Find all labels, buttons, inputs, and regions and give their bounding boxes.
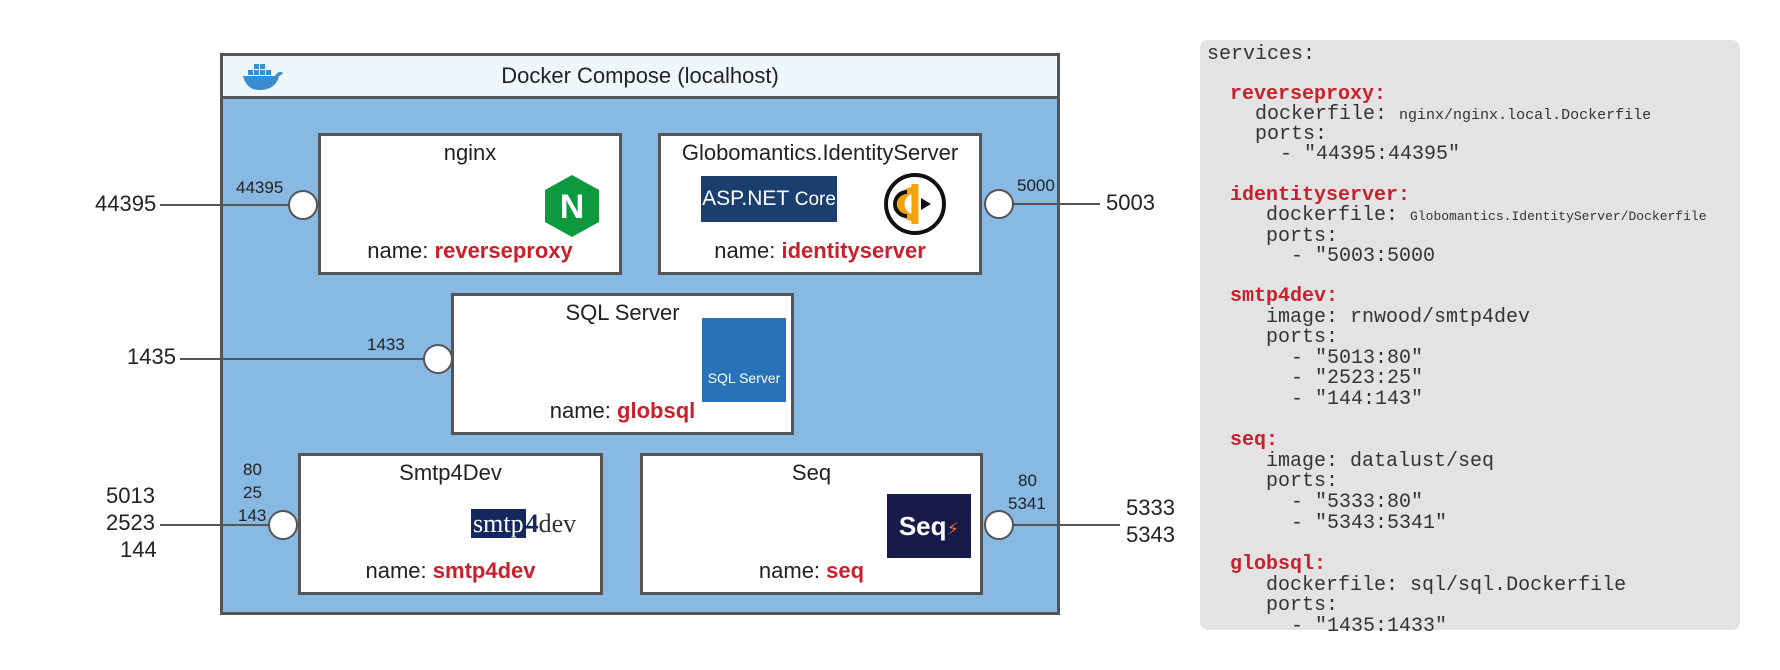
- service-name-value: smtp4dev: [432, 558, 536, 583]
- external-port-label: 144: [120, 537, 157, 562]
- service-title: Globomantics.IdentityServer: [681, 140, 959, 165]
- seq-logo-icon: Seq⚡: [887, 494, 971, 558]
- smtp4dev-logo-icon: smtp4dev: [471, 509, 577, 538]
- connector-line: [160, 524, 270, 526]
- service-title: nginx: [443, 140, 497, 165]
- connector-line: [180, 358, 425, 360]
- yaml-line: dockerfile: Globomantics.IdentityServer/…: [1266, 204, 1707, 227]
- yaml-port: - "44395:44395": [1280, 143, 1461, 166]
- service-name-value: seq: [826, 558, 865, 583]
- service-sqlserver: SQL Server SQL Server name: globsql: [451, 293, 794, 435]
- service-seq: Seq Seq⚡ name: seq: [640, 453, 983, 595]
- internal-port-label: 25: [243, 483, 262, 502]
- external-port-label: 5013: [106, 483, 155, 508]
- compose-title: Docker Compose (localhost): [501, 63, 779, 88]
- internal-port-label: 5000: [1017, 176, 1055, 195]
- internal-port-label: 5341: [1008, 494, 1046, 513]
- sqlserver-logo-icon: SQL Server: [702, 318, 786, 402]
- yaml-line: ports:: [1266, 470, 1339, 493]
- service-nginx: nginx N name: reverseproxy: [318, 133, 622, 275]
- connector-line: [1010, 203, 1100, 205]
- docker-whale-icon: [243, 64, 283, 90]
- port-identityserver: [984, 189, 1014, 219]
- external-port-label: 5003: [1106, 190, 1155, 215]
- yaml-root: services:: [1207, 43, 1316, 66]
- yaml-service-key: reverseproxy:: [1230, 83, 1387, 106]
- external-port-label: 44395: [95, 191, 157, 216]
- service-name: name: globsql: [549, 398, 696, 423]
- nginx-logo-icon: N: [545, 175, 599, 237]
- service-title: Smtp4Dev: [399, 460, 502, 485]
- service-name-value: identityserver: [781, 238, 926, 263]
- yaml-port: - "1435:1433": [1291, 615, 1448, 638]
- service-name-value: reverseproxy: [434, 238, 573, 263]
- yaml-line: ports:: [1266, 594, 1339, 617]
- yaml-panel: services: reverseproxy: dockerfile: ngin…: [1200, 40, 1740, 638]
- internal-port-label: 80: [243, 460, 262, 479]
- service-smtp4dev: Smtp4Dev smtp4dev name: smtp4dev: [298, 453, 603, 595]
- yaml-port: - "5003:5000: [1291, 245, 1436, 268]
- aspnet-core-logo-icon: ASP.NET Core: [701, 176, 837, 222]
- yaml-line: ports:: [1266, 225, 1339, 248]
- port-sqlserver: [423, 344, 453, 374]
- service-name: name: smtp4dev: [365, 558, 536, 583]
- yaml-line: dockerfile: sql/sql.Dockerfile: [1266, 574, 1627, 597]
- yaml-line: ports:: [1266, 326, 1339, 349]
- yaml-port: - "2523:25": [1291, 367, 1424, 390]
- service-name-value: globsql: [617, 398, 696, 423]
- connector-line: [1010, 524, 1120, 526]
- connector-line: [160, 204, 290, 206]
- port-smtp4dev: [268, 510, 298, 540]
- svg-text:N: N: [560, 188, 585, 226]
- external-port-label: 5333: [1126, 495, 1175, 520]
- internal-port-label: 143: [238, 506, 267, 525]
- service-name: name: reverseproxy: [367, 238, 573, 263]
- yaml-line: dockerfile: nginx/nginx.local.Dockerfile: [1255, 103, 1652, 126]
- service-name: name: identityserver: [714, 238, 926, 263]
- internal-port-label: 44395: [236, 178, 284, 197]
- yaml-port: - "5333:80": [1291, 491, 1424, 514]
- internal-port-label: 1433: [367, 335, 405, 354]
- service-identityserver: Globomantics.IdentityServer ASP.NET Core…: [658, 133, 982, 275]
- yaml-line: image: datalust/seq: [1266, 450, 1495, 473]
- yaml-port: - "5013:80": [1291, 347, 1424, 370]
- yaml-line: image: rnwood/smtp4dev: [1266, 306, 1531, 329]
- yaml-port: - "5343:5341": [1291, 512, 1448, 535]
- service-title: SQL Server: [565, 300, 680, 325]
- yaml-service-key: smtp4dev:: [1230, 285, 1339, 308]
- external-port-label: 1435: [127, 344, 176, 369]
- service-title: Seq: [791, 460, 832, 485]
- yaml-line: ports:: [1255, 123, 1328, 146]
- port-nginx: [288, 190, 318, 220]
- identityserver-logo-icon: [884, 173, 946, 235]
- yaml-service-key: seq:: [1230, 429, 1279, 452]
- yaml-port: - "144:143": [1291, 388, 1424, 411]
- external-port-label: 5343: [1126, 522, 1175, 547]
- port-seq: [984, 510, 1014, 540]
- yaml-service-key: identityserver:: [1230, 184, 1411, 207]
- internal-port-label: 80: [1018, 471, 1037, 490]
- compose-header: Docker Compose (localhost): [223, 56, 1057, 99]
- yaml-service-key: globsql:: [1230, 553, 1327, 576]
- service-name: name: seq: [758, 558, 865, 583]
- external-port-label: 2523: [106, 510, 155, 535]
